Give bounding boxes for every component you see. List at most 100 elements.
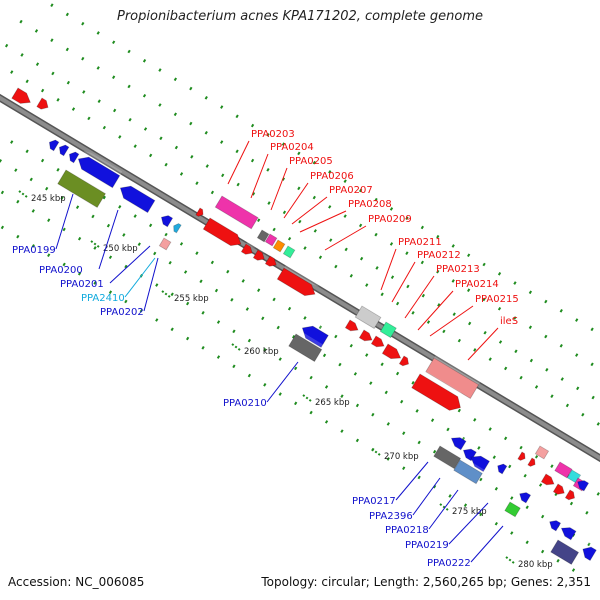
callout-line-PPA0211 <box>380 248 397 291</box>
gene-arrow <box>470 455 490 473</box>
gene-feature <box>256 227 271 243</box>
gene-feature <box>450 432 468 451</box>
callout-line-PPA0208 <box>299 210 347 233</box>
gene-label-PPA2410: PPA2410 <box>81 293 125 304</box>
map-title: Propionibacterium acnes KPA171202, compl… <box>117 9 483 24</box>
scale-tick <box>231 343 241 351</box>
gene-highlight <box>72 148 81 155</box>
gene-arrow <box>272 239 286 253</box>
gene-feature <box>462 444 479 462</box>
gene-highlight <box>261 227 271 235</box>
gene-highlight <box>221 192 261 218</box>
gene-highlight <box>475 450 492 462</box>
gene-feature <box>354 302 384 330</box>
callout-line-PPA0203 <box>227 140 250 185</box>
gene-feature <box>398 353 412 367</box>
gene-highlight <box>199 205 206 210</box>
gene-arrow <box>57 169 106 208</box>
gene-label-PPA0213: PPA0213 <box>436 264 480 275</box>
gene-highlight <box>125 179 158 201</box>
gene-highlight <box>361 302 384 318</box>
gene-arrow <box>256 229 270 243</box>
gene-highlight <box>65 165 109 194</box>
gene-highlight <box>41 94 52 102</box>
gene-feature <box>160 211 175 228</box>
gene-label-PPA0214: PPA0214 <box>455 279 499 290</box>
gene-highlight <box>545 471 558 479</box>
gene-arrow <box>264 255 277 267</box>
gene-label-PPA0208: PPA0208 <box>348 199 392 210</box>
callout-line-PPA0218 <box>428 489 459 530</box>
gene-feature <box>560 522 578 541</box>
gene-arrow <box>433 445 462 470</box>
gene-highlight <box>439 442 463 459</box>
gene-highlight <box>580 476 591 484</box>
gene-feature <box>582 542 599 562</box>
gene-label-PPA2396: PPA2396 <box>369 511 413 522</box>
gene-arrow <box>379 321 397 339</box>
gene-arrow <box>276 267 316 297</box>
gene-arrow <box>549 520 562 532</box>
gene-feature <box>550 535 582 565</box>
gene-feature <box>554 458 574 479</box>
gene-highlight <box>522 488 533 496</box>
gene-highlight <box>419 369 467 399</box>
gene-highlight <box>564 522 578 532</box>
scale-label-245-kbp: 245 kbp <box>31 194 66 204</box>
gene-arrow <box>560 527 577 541</box>
gene-label-PPA0204: PPA0204 <box>270 142 314 153</box>
gene-arrow <box>519 492 532 504</box>
gene-feature <box>381 340 405 359</box>
gene-highlight <box>164 211 175 219</box>
gene-arrow <box>564 489 575 501</box>
gene-highlight <box>375 333 388 341</box>
gene-feature <box>68 148 81 164</box>
scale-tick <box>18 190 28 198</box>
gene-feature <box>48 136 61 152</box>
scale-tick <box>161 290 171 298</box>
gene-highlight <box>433 353 482 385</box>
gene-highlight <box>569 487 578 493</box>
gene-arrow <box>550 539 580 565</box>
gene-arrow <box>554 461 573 479</box>
gene-highlight <box>521 449 528 454</box>
gene-highlight <box>363 327 376 335</box>
callout-line-PPA0210 <box>266 361 299 403</box>
gene-arrow <box>282 245 296 259</box>
gene-label-PPA0201: PPA0201 <box>60 279 104 290</box>
gene-highlight <box>577 475 589 484</box>
callout-line-PPA0200 <box>98 209 119 270</box>
callout-line-PPA0213 <box>404 275 435 319</box>
gene-feature <box>202 214 246 247</box>
gene-highlight <box>52 136 61 143</box>
gene-highlight <box>295 329 325 350</box>
gene-label-PPA0212: PPA0212 <box>417 250 461 261</box>
gene-highlight <box>257 247 268 254</box>
gene-arrow <box>160 215 174 228</box>
gene-arrow <box>202 217 242 247</box>
gene-arrow <box>534 445 550 460</box>
gene-feature <box>158 235 173 251</box>
callout-line-PPA0202 <box>143 257 159 312</box>
gene-arrow <box>11 87 31 104</box>
gene-feature <box>36 94 52 110</box>
gene-arrow <box>398 355 409 367</box>
gene-arrow <box>240 243 253 255</box>
callout-line-PPA0199 <box>55 193 74 250</box>
gene-arrow <box>264 233 278 247</box>
gene-label-PPA0200: PPA0200 <box>39 265 83 276</box>
gene-highlight <box>269 231 279 239</box>
gene-highlight <box>500 460 509 467</box>
gene-arrow <box>453 459 483 485</box>
callout-line-PPA0214 <box>417 290 454 331</box>
scale-tick <box>505 556 515 564</box>
gene-arrow <box>48 139 60 152</box>
callout-line-PPA0204 <box>250 153 269 199</box>
gene-arrow <box>158 237 172 251</box>
track-guide-line <box>0 63 600 427</box>
gene-highlight <box>403 353 412 359</box>
gene-highlight <box>17 84 35 96</box>
callout-line-PPA2410 <box>124 257 156 298</box>
scale-tick <box>90 240 100 248</box>
scale-tick <box>302 394 312 402</box>
